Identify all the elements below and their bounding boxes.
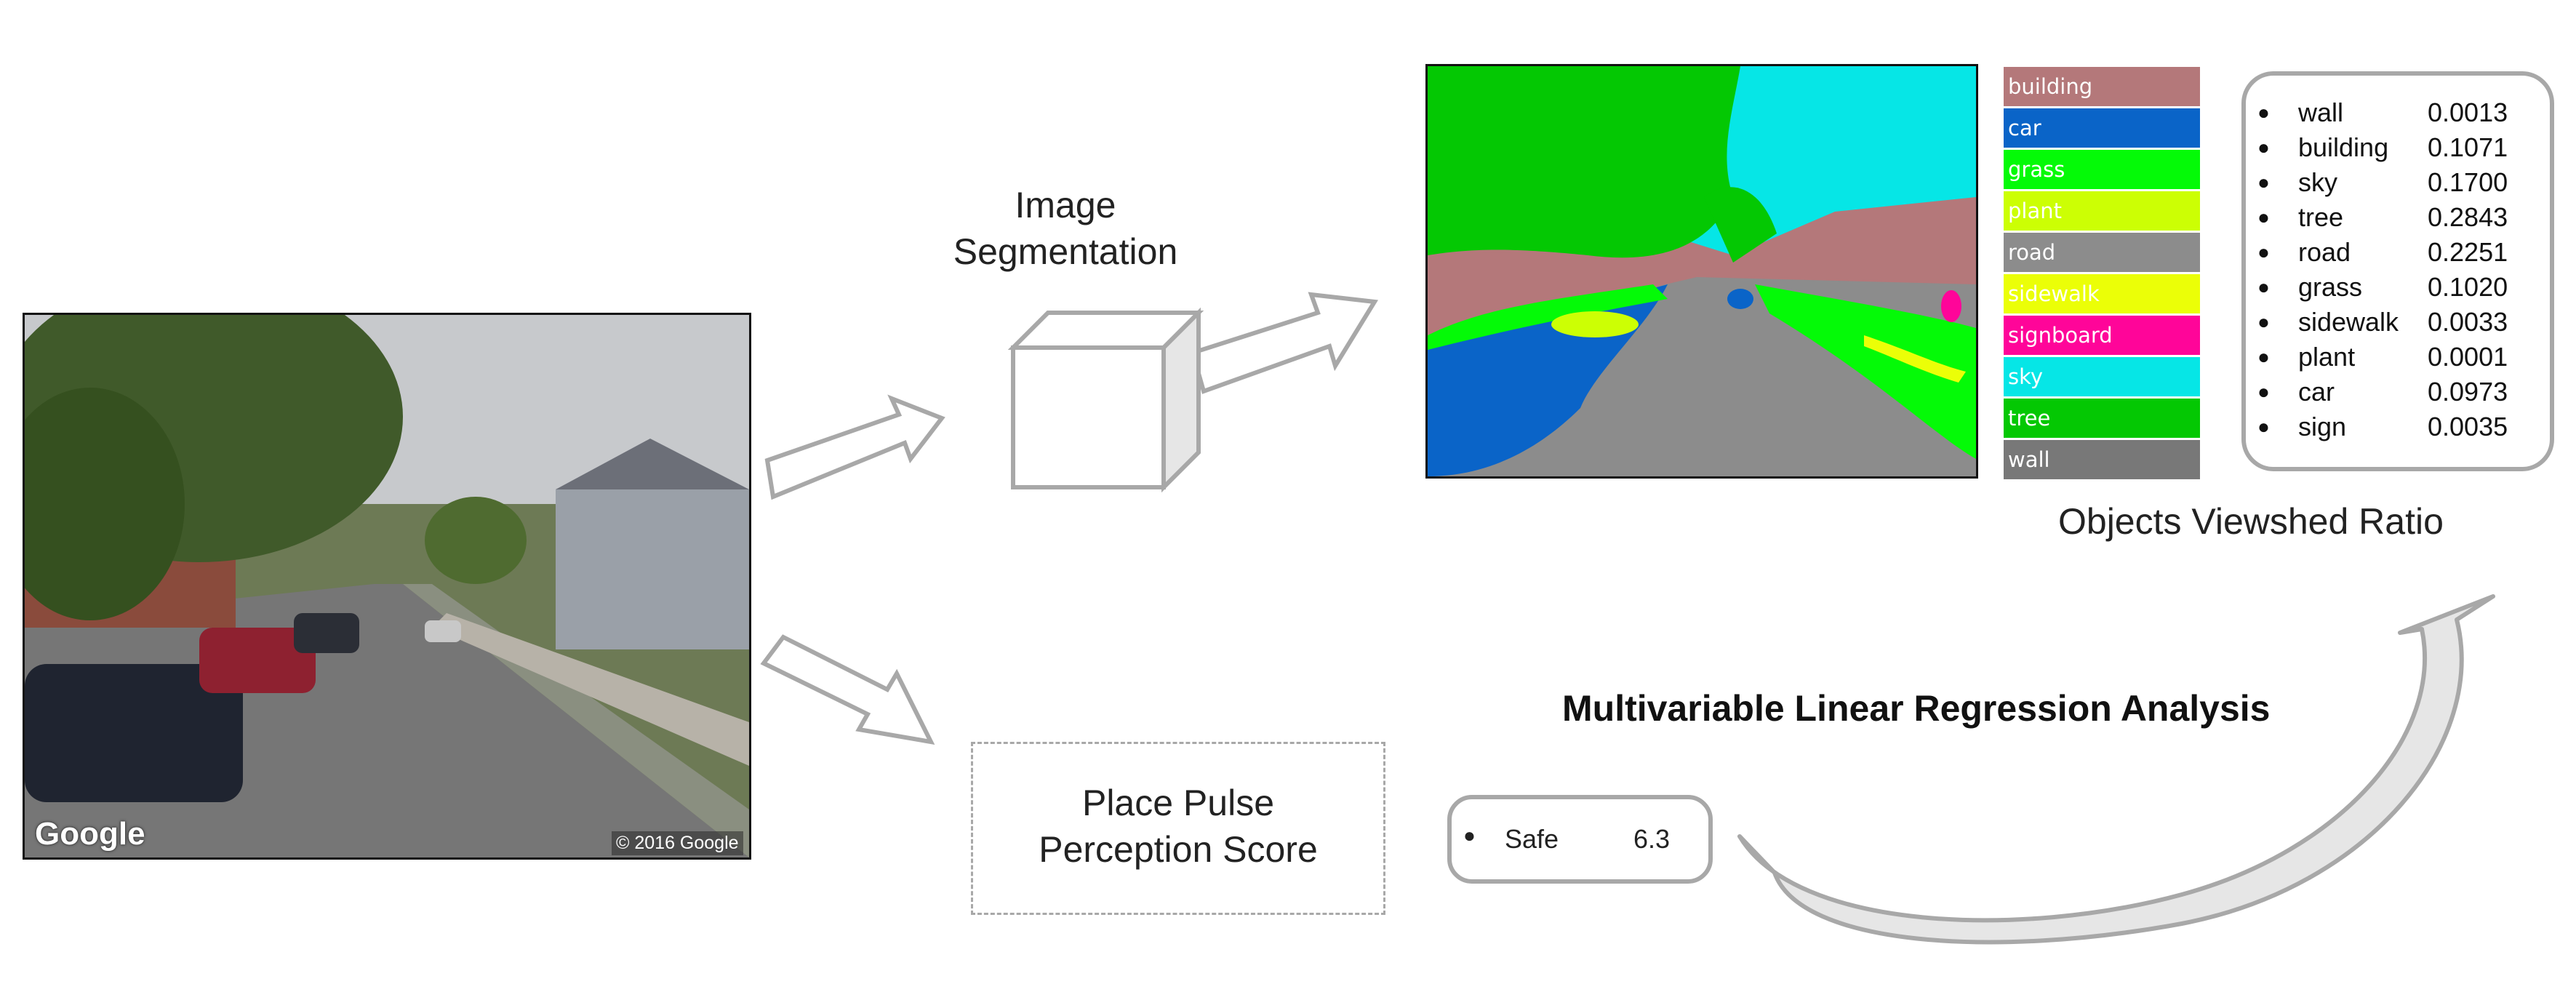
ratio-value: 0.0035 [2428,412,2508,441]
bullet-icon: ● [2257,241,2270,263]
ratio-name: plant [2298,342,2356,372]
place-pulse-line1: Place Pulse [1081,783,1275,823]
arrow-to-segmap-icon [1190,292,1379,394]
ratio-name: sky [2298,167,2337,197]
ratio-name: sign [2298,412,2347,441]
regression-title: Multivariable Linear Regression Analysis [1562,688,2271,729]
legend-item-sidewalk: sidewalk [2004,274,2200,313]
ratio-name: road [2298,237,2351,267]
street-view-image [23,313,751,860]
ratio-value: 0.0013 [2428,97,2508,127]
ratio-name: building [2298,132,2389,162]
segmentation-title: Image Segmentation [913,182,1218,275]
ratio-value: 0.2251 [2428,237,2508,267]
ratio-value: 0.1700 [2428,167,2508,197]
perception-score-box: ● Safe 6.3 [1447,795,1713,884]
ratio-value: 0.1071 [2428,132,2508,162]
legend-item-building: building [2004,67,2200,106]
copyright-watermark: © 2016 Google [612,831,743,855]
bullet-icon: ● [2257,171,2270,193]
legend-item-grass: grass [2004,150,2200,189]
segmentation-map [1425,64,1978,479]
ratio-value: 0.0001 [2428,342,2508,372]
perception-name: Safe [1505,824,1559,854]
legend-item-sky: sky [2004,357,2200,396]
ratio-name: grass [2298,272,2363,302]
bullet-icon: ● [2257,311,2270,333]
perception-value: 6.3 [1633,824,1671,854]
ratio-name: wall [2298,97,2344,127]
objects-ratio-box: ● wall 0.0013 ● building 0.1071 ● sky 0.1700 ●… [2241,71,2554,471]
place-pulse-line2: Perception Score [1039,829,1318,870]
legend-item-plant: plant [2004,191,2200,231]
legend-item-road: road [2004,233,2200,272]
ratio-value: 0.0033 [2428,307,2508,337]
bullet-icon: ● [2257,101,2270,124]
bullet-icon: ● [1463,824,1476,847]
segmentation-legend: building car grass plant road sidewalk s… [2004,67,2200,481]
bullet-icon: ● [2257,206,2270,228]
arrow-to-segmentation-icon [764,394,945,500]
legend-item-tree: tree [2004,399,2200,438]
curved-regression-arrow-icon [1737,594,2495,945]
objects-ratio-title: Objects Viewshed Ratio [2058,501,2444,542]
google-watermark: Google [35,816,145,852]
bullet-icon: ● [2257,380,2270,403]
legend-item-wall: wall [2004,440,2200,479]
bullet-icon: ● [2257,276,2270,298]
ratio-name: car [2298,377,2335,407]
ratio-name: sidewalk [2298,307,2399,337]
place-pulse-box [971,742,1385,915]
bullet-icon: ● [2257,345,2270,368]
place-pulse-label: Place Pulse Perception Score [971,780,1385,873]
arrow-to-place-pulse-icon [760,634,935,745]
legend-item-car: car [2004,108,2200,148]
bullet-icon: ● [2257,415,2270,438]
ratio-value: 0.2843 [2428,202,2508,232]
bullet-icon: ● [2257,136,2270,159]
segmentation-title-line1: Image [1015,185,1116,225]
ratio-value: 0.0973 [2428,377,2508,407]
legend-item-signboard: signboard [2004,316,2200,355]
segmentation-title-line2: Segmentation [953,231,1178,272]
ratio-name: tree [2298,202,2344,232]
cube-icon [1007,307,1204,493]
ratio-value: 0.1020 [2428,272,2508,302]
